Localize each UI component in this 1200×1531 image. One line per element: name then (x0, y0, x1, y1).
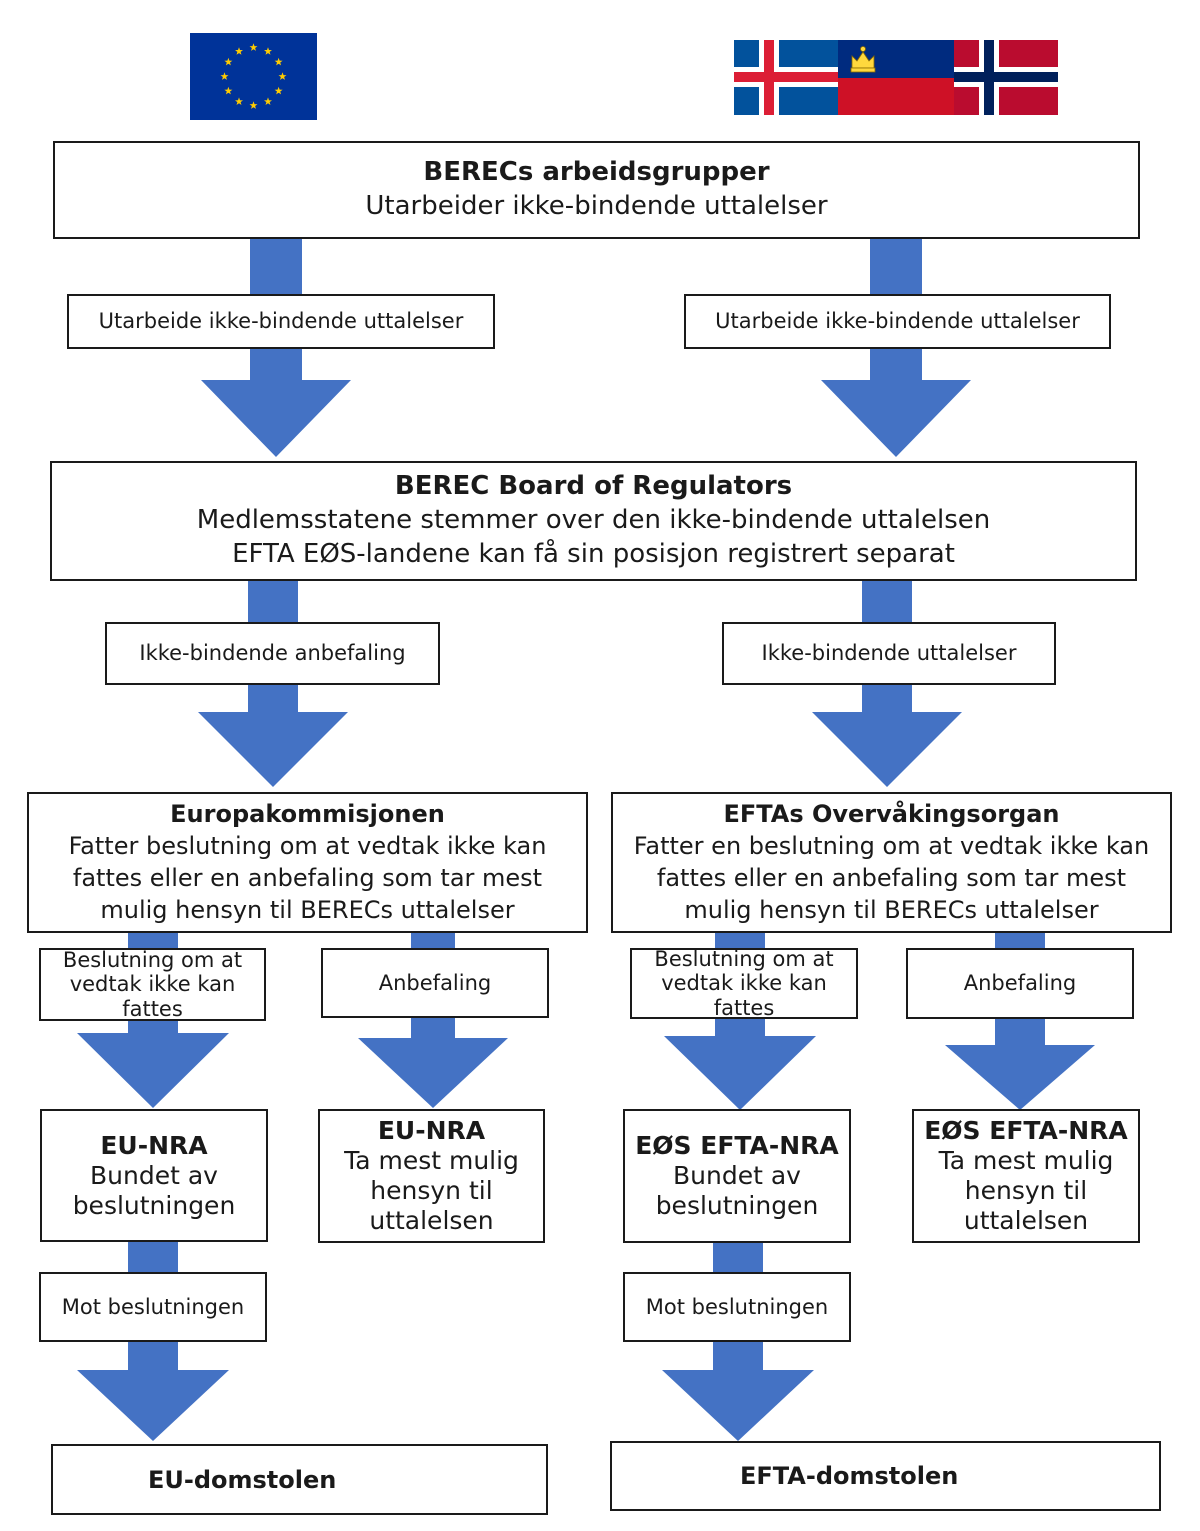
down-arrow-icon (945, 933, 1095, 1110)
label-eu-against-decision: Mot beslutningen (39, 1272, 267, 1342)
liechtenstein-flag-icon (838, 40, 954, 115)
label-efta-recommendation: Anbefaling (906, 948, 1134, 1019)
label-nonbinding-recommendation: Ikke-bindende anbefaling (105, 622, 440, 685)
down-arrow-icon (358, 933, 508, 1108)
eu-flag-icon (190, 33, 317, 120)
efta-surveillance-authority-text: Fatter en beslutning om at vedtak ikke k… (633, 831, 1150, 925)
berec-working-groups-box: BERECs arbeidsgrupper Utarbeider ikke-bi… (53, 141, 1140, 239)
eu-star-icon (235, 47, 243, 55)
eu-nra-account-text: Ta mest mulig hensyn til uttalelsen (344, 1146, 519, 1235)
berec-board-line2: EFTA EØS-landene kan få sin posisjon reg… (232, 538, 955, 569)
eu-star-icon (235, 97, 243, 106)
eu-court-box: EU-domstolen (51, 1444, 548, 1515)
efta-surveillance-authority-title: EFTAs Overvåkingsorgan (723, 799, 1060, 828)
berec-board-box: BEREC Board of Regulators Medlemsstatene… (50, 461, 1137, 581)
efta-surveillance-authority-box: EFTAs Overvåkingsorgan Fatter en beslutn… (611, 792, 1172, 933)
efta-nra-bound-text: Bundet av beslutningen (655, 1161, 819, 1220)
down-arrow-icon (664, 933, 816, 1110)
efta-nra-account-text: Ta mest mulig hensyn til uttalelsen (938, 1146, 1114, 1235)
label-eu-decision: Beslutning om at vedtak ikke kan fattes (39, 948, 266, 1021)
eu-star-icon (224, 57, 233, 66)
berec-board-title: BEREC Board of Regulators (394, 471, 793, 502)
eu-star-icon (220, 72, 229, 80)
label-prepare-left: Utarbeide ikke-bindende uttalelser (67, 294, 495, 349)
efta-nra-account-title: EØS EFTA-NRA (924, 1116, 1128, 1145)
berec-working-groups-title: BERECs arbeidsgrupper (423, 157, 770, 188)
label-efta-against-decision: Mot beslutningen (623, 1272, 851, 1342)
eu-star-icon (249, 101, 258, 109)
eu-nra-bound-text: Bundet av beslutningen (72, 1160, 236, 1220)
eu-star-icon (274, 86, 283, 95)
norway-flag-icon (954, 40, 1058, 115)
eu-nra-account-title: EU-NRA (377, 1116, 486, 1145)
label-eu-recommendation: Anbefaling (321, 948, 549, 1018)
efta-court-box: EFTA-domstolen (610, 1441, 1161, 1511)
eu-star-icon (264, 47, 272, 55)
eu-nra-bound-box: EU-NRA Bundet av beslutningen (40, 1109, 268, 1242)
eu-nra-bound-title: EU-NRA (100, 1130, 208, 1160)
efta-nra-account-box: EØS EFTA-NRA Ta mest mulig hensyn til ut… (912, 1109, 1140, 1243)
european-commission-title: Europakommisjonen (170, 799, 445, 828)
berec-working-groups-subtitle: Utarbeider ikke-bindende uttalelser (365, 191, 828, 221)
european-commission-text: Fatter beslutning om at vedtak ikke kan … (68, 831, 547, 925)
efta-nra-bound-title: EØS EFTA-NRA (635, 1131, 839, 1160)
eu-star-icon (224, 86, 233, 95)
berec-board-line1: Medlemsstatene stemmer over den ikke-bin… (196, 505, 991, 536)
eu-star-icon (264, 97, 272, 106)
european-commission-box: Europakommisjonen Fatter beslutning om a… (27, 792, 588, 933)
label-nonbinding-statements: Ikke-bindende uttalelser (722, 622, 1056, 685)
label-prepare-right: Utarbeide ikke-bindende uttalelser (684, 294, 1111, 349)
eu-star-icon (274, 57, 283, 66)
label-efta-decision: Beslutning om at vedtak ikke kan fattes (630, 947, 858, 1020)
iceland-flag-icon (734, 40, 838, 115)
efta-nra-bound-box: EØS EFTA-NRA Bundet av beslutningen (623, 1109, 851, 1243)
eu-star-icon (249, 43, 258, 51)
eu-star-icon (278, 72, 287, 80)
eu-nra-account-box: EU-NRA Ta mest mulig hensyn til uttalels… (318, 1109, 545, 1243)
